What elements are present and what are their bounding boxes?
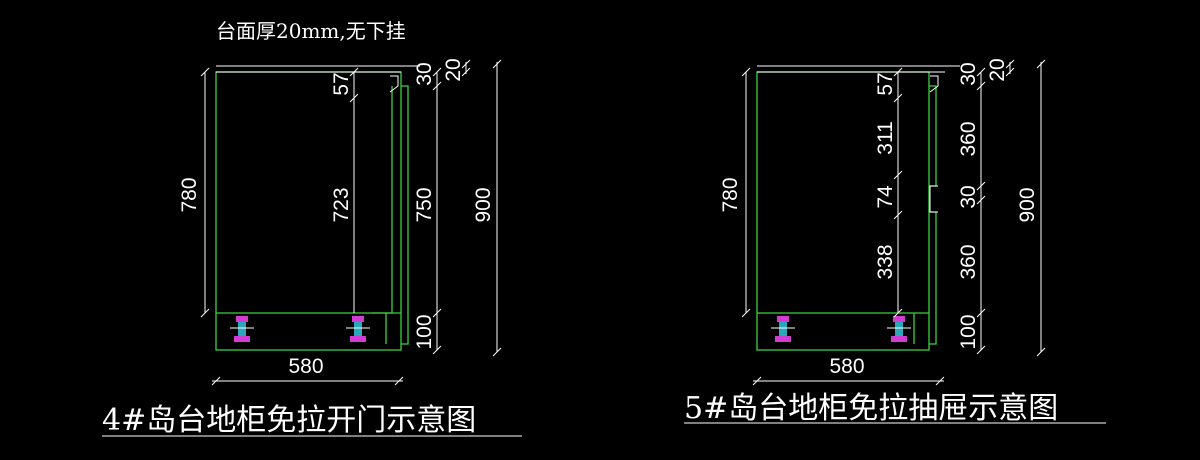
dim-label-74: 74 [874, 185, 897, 209]
dim-label-100: 100 [957, 314, 980, 349]
leg-body [354, 322, 362, 336]
dim-label-900: 900 [472, 187, 495, 222]
leg-body [779, 322, 787, 336]
left-cabinet-drawing: 台面厚20mm,无下挂 [102, 19, 522, 438]
right-cabinet-body [756, 65, 960, 351]
right-leg-rear [887, 316, 911, 342]
leg-foot [350, 336, 366, 342]
leg-body [895, 322, 903, 336]
dim-label-780: 780 [178, 177, 201, 212]
leg-foot [234, 336, 250, 342]
left-carcass-outline [215, 71, 402, 351]
dim-label-100: 100 [413, 314, 436, 349]
left-dimensions: 780 57 723 30 750 100 20 900 [178, 58, 502, 386]
left-leg-rear [346, 316, 370, 342]
leg-foot [775, 336, 791, 342]
dim-label-57: 57 [874, 72, 897, 95]
dim-label-57: 57 [330, 72, 353, 95]
leg-cap [352, 316, 364, 322]
right-cabinet-drawing: 780 57 311 74 338 30 360 30 360 100 [684, 58, 1106, 426]
dim-label-360-bottom: 360 [957, 244, 980, 279]
dim-label-750: 750 [413, 187, 436, 222]
right-drawing-caption: 5#岛台地柜免拉抽屉示意图 [684, 391, 1058, 426]
dim-label-20: 20 [986, 58, 1009, 81]
leg-cap [236, 316, 248, 322]
dim-label-780: 780 [719, 177, 742, 212]
dim-label-30: 30 [413, 62, 436, 85]
right-drawer-bottom-front [929, 211, 937, 345]
right-leg-front [771, 316, 795, 342]
dim-label-900: 900 [1016, 187, 1039, 222]
left-leg-front [230, 316, 254, 342]
right-handle-recess-top [929, 75, 939, 93]
right-handle-recess-mid [929, 185, 938, 213]
right-dimensions: 780 57 311 74 338 30 360 30 360 100 [719, 58, 1046, 386]
dim-label-311: 311 [874, 121, 897, 154]
leg-body [238, 322, 246, 336]
countertop-note: 台面厚20mm,无下挂 [216, 19, 406, 43]
dim-label-30-top: 30 [957, 62, 980, 85]
left-handle-recess [389, 75, 399, 93]
dim-label-360-top: 360 [957, 121, 980, 156]
left-cabinet-body [215, 65, 420, 351]
dim-label-580: 580 [288, 355, 323, 378]
dim-label-580: 580 [829, 355, 864, 378]
leg-foot [891, 336, 907, 342]
dim-label-20: 20 [442, 58, 465, 81]
left-door-outer-edge [401, 85, 409, 345]
dim-label-30-mid: 30 [957, 185, 980, 208]
left-drawing-caption: 4#岛台地柜免拉开门示意图 [102, 403, 476, 438]
leg-cap [777, 316, 789, 322]
left-door-inner-edge [372, 86, 393, 314]
dim-label-338: 338 [874, 244, 897, 279]
dim-label-723: 723 [330, 187, 353, 222]
right-carcass-outline [756, 71, 930, 351]
right-drawer-top-front [929, 85, 937, 187]
leg-cap [893, 316, 905, 322]
